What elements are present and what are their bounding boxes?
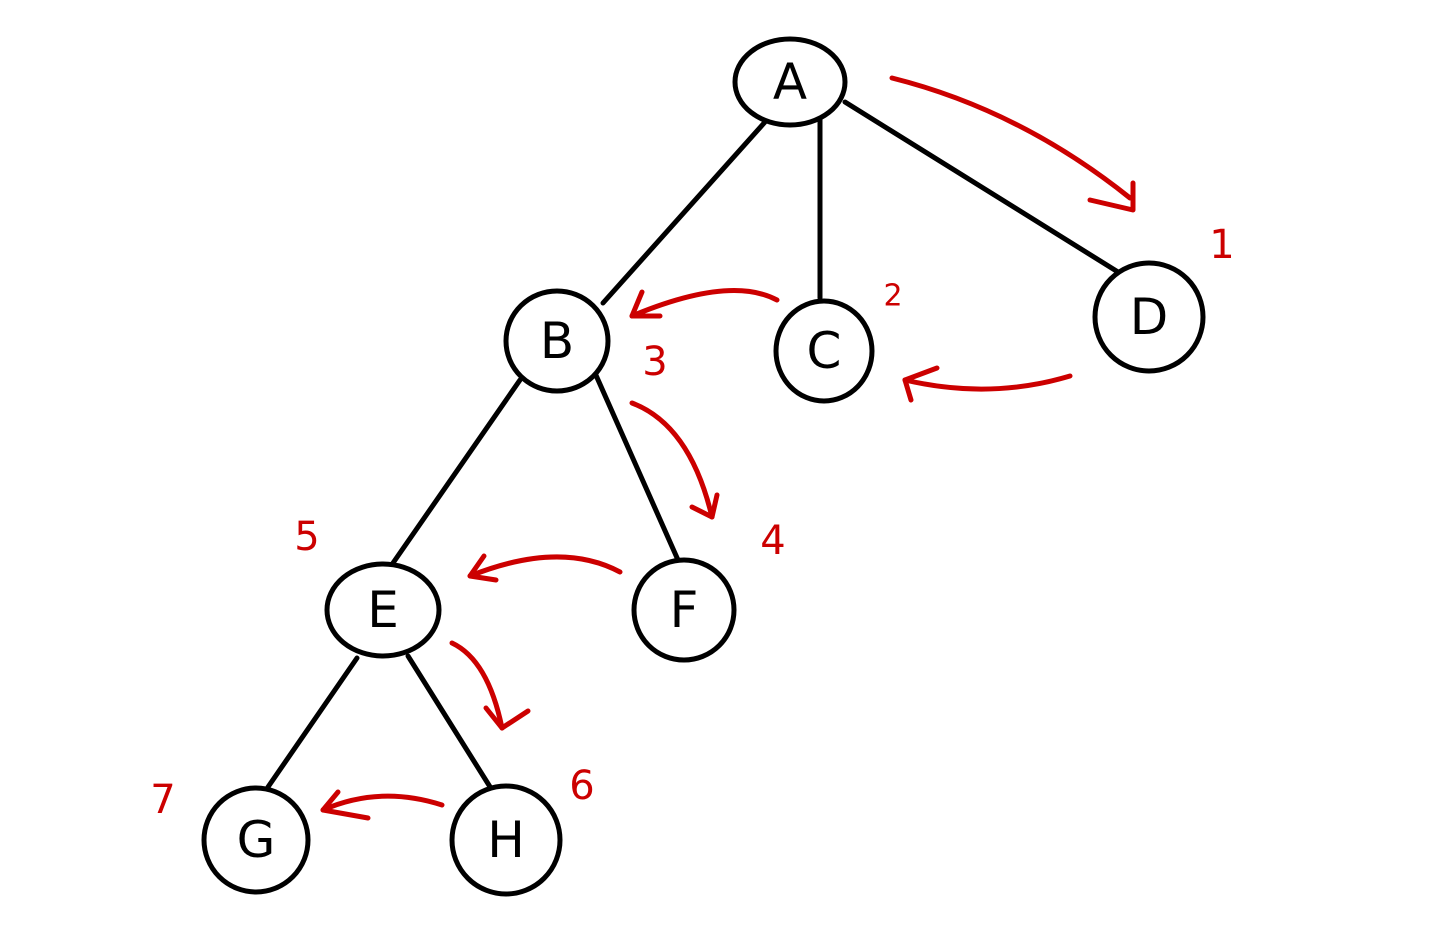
node-f-circle: [631, 557, 737, 663]
node-c[interactable]: C: [773, 298, 875, 404]
traversal-arrow-f-to-e: [467, 553, 623, 583]
traversal-arrow-b-to-f: [629, 400, 720, 520]
traversal-arrow-d-to-c: [902, 365, 1073, 403]
tree-nodes: A B C D E F G H: [201, 36, 1206, 897]
node-a-label: A: [773, 53, 807, 111]
node-b-circle: [503, 288, 611, 394]
edge-b-f: [592, 370, 681, 563]
node-d-label: D: [1130, 288, 1169, 346]
order-number-b: 3: [642, 339, 667, 385]
node-h[interactable]: H: [449, 783, 563, 897]
node-g-circle: [201, 785, 311, 895]
node-h-circle: [449, 783, 563, 897]
node-d[interactable]: D: [1092, 260, 1206, 374]
node-f[interactable]: F: [631, 557, 737, 663]
node-e[interactable]: E: [324, 561, 442, 659]
edge-b-e: [390, 377, 523, 566]
order-number-h: 6: [569, 763, 594, 809]
node-c-label: C: [807, 322, 842, 380]
edge-a-b: [600, 119, 768, 306]
node-e-label: E: [367, 581, 399, 639]
node-g-label: G: [237, 811, 276, 869]
order-number-c: 2: [883, 279, 902, 314]
tree-edges: [265, 99, 1121, 793]
node-b[interactable]: B: [503, 288, 611, 394]
node-g[interactable]: G: [201, 785, 311, 895]
traversal-arrow-c-to-b: [629, 288, 780, 319]
order-number-g: 7: [150, 777, 175, 823]
node-b-label: B: [540, 312, 574, 370]
order-number-f: 4: [760, 518, 785, 564]
node-e-circle: [324, 561, 442, 659]
node-a[interactable]: A: [732, 36, 848, 128]
order-numbers: 1 2 3 4 5 6 7: [150, 222, 1234, 823]
traversal-arrow-e-to-h: [449, 640, 531, 731]
node-d-circle: [1092, 260, 1206, 374]
edge-a-d: [842, 99, 1121, 275]
node-a-circle: [732, 36, 848, 128]
edge-e-g: [265, 655, 360, 790]
traversal-arrows: [320, 75, 1136, 821]
order-number-d: 1: [1209, 222, 1234, 268]
traversal-arrow-h-to-g: [320, 789, 445, 821]
edge-e-h: [405, 653, 495, 793]
node-c-circle: [773, 298, 875, 404]
node-h-label: H: [487, 811, 525, 869]
node-f-label: F: [670, 581, 699, 639]
traversal-arrow-a-to-d: [889, 75, 1136, 213]
order-number-e: 5: [294, 514, 319, 560]
